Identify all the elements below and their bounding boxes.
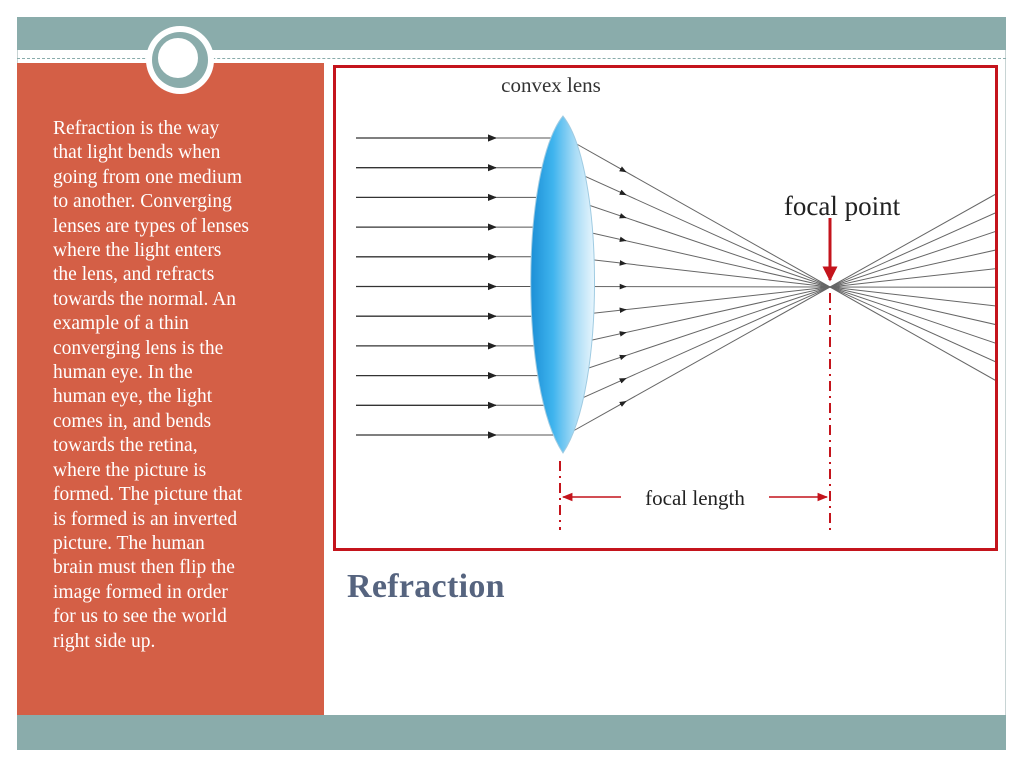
- refracted-ray-arrow: [619, 331, 627, 337]
- refracted-ray-arrow: [619, 260, 627, 266]
- refracted-ray: [565, 286, 995, 288]
- refracted-ray-arrow: [619, 307, 627, 314]
- refracted-ray: [565, 249, 995, 347]
- ring-ornament: [146, 26, 214, 94]
- focal-point-label: focal point: [784, 191, 901, 221]
- refracted-ray: [565, 196, 995, 344]
- refracted-ray-arrow: [619, 189, 627, 196]
- body-text: Refraction is the way that light bends w…: [53, 118, 250, 652]
- refracted-ray: [565, 268, 995, 317]
- refracted-rays: [565, 137, 995, 436]
- refracted-ray-arrow: [619, 400, 627, 407]
- refracted-ray: [565, 231, 995, 377]
- ring-ornament-band: [152, 32, 208, 88]
- refracted-ray: [565, 256, 995, 307]
- focal-length-label: focal length: [645, 486, 745, 510]
- convex-lens-label: convex lens: [501, 73, 601, 97]
- refracted-ray: [565, 167, 995, 363]
- refracted-ray: [565, 226, 995, 325]
- refracted-ray-arrow: [619, 213, 627, 219]
- bottom-band: [17, 715, 1006, 750]
- text-panel: [17, 63, 324, 715]
- refracted-ray-arrow: [619, 377, 627, 384]
- ring-ornament-center: [156, 36, 200, 80]
- convex-lens: [530, 115, 595, 454]
- dashed-divider: [17, 58, 1006, 59]
- refracted-ray: [565, 193, 995, 436]
- refracted-ray-arrow: [619, 166, 627, 173]
- refracted-ray: [565, 137, 995, 381]
- refracted-ray-arrow: [619, 354, 627, 361]
- lens-diagram: convex lens focal point focal length: [333, 65, 998, 551]
- slide-title: Refraction: [347, 568, 505, 605]
- lens-diagram-svg: convex lens focal point focal length: [356, 73, 995, 530]
- refracted-ray-arrow: [619, 236, 627, 243]
- refracted-ray: [565, 212, 995, 406]
